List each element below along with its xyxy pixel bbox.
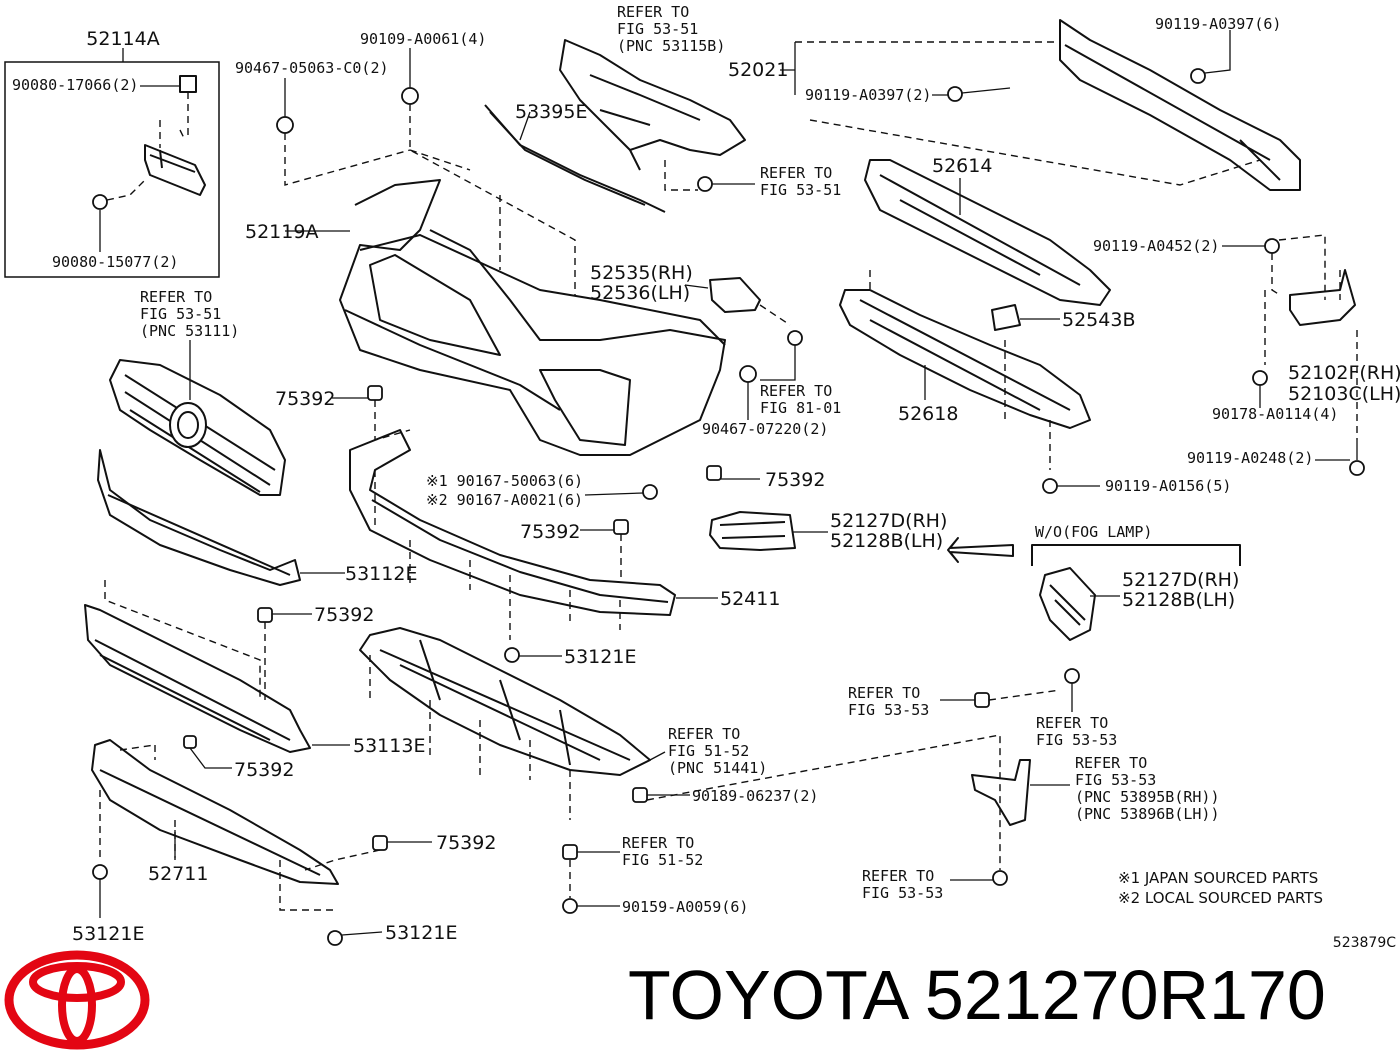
- ref-line: FIG 51-52: [622, 851, 703, 869]
- part-label: 52127D(RH): [830, 510, 947, 532]
- top-fasteners: 90467-05063-C0(2) 90109-A0061(4): [235, 30, 576, 295]
- part-label: 53121E: [385, 922, 457, 944]
- box-title: 52114A: [86, 28, 159, 50]
- variant-note: W/O(FOG LAMP): [1035, 523, 1152, 541]
- bracket-inset-box: 52114A 90080-17066(2) 90080-15077(2): [4, 28, 220, 278]
- ref-line: REFER TO: [617, 3, 689, 21]
- part-label: ※2 90167-A0021(6): [426, 491, 583, 509]
- ref-line: FIG 53-53: [1036, 731, 1117, 749]
- part-label: 90189-06237(2): [692, 787, 818, 805]
- brand-title: TOYOTA 521270R170: [628, 956, 1326, 1034]
- ref-line: REFER TO: [760, 164, 832, 182]
- side-retainer: 52535(RH) 52536(LH) REFER TO FIG 81-01 9…: [590, 262, 841, 438]
- upper-support: REFER TO FIG 53-51 (PNC 53115B) REFER TO…: [559, 3, 841, 199]
- ref-line: FIG 53-51: [140, 305, 221, 323]
- part-label: 75392: [275, 388, 335, 410]
- part-label: 53395E: [515, 101, 587, 123]
- part-label: 75392: [765, 469, 825, 491]
- ref-line: (PNC 53895B(RH)): [1075, 788, 1220, 806]
- part-label: 90080-15077(2): [52, 253, 178, 271]
- side-brackets: 90119-A0452(2) 52102F(RH) 52103C(LH) 901…: [1093, 234, 1400, 476]
- engine-under-cover: 53121E REFER TO FIG 51-52 (PNC 51441) 90…: [359, 627, 1001, 916]
- upper-molding: 53395E: [484, 101, 666, 213]
- part-label: 52128B(LH): [1122, 589, 1235, 611]
- part-label: 52021: [728, 59, 788, 81]
- bumper-cover: 52119A: [245, 149, 726, 456]
- part-label: 75392: [314, 604, 374, 626]
- lower-trim: 52711 53121E 53121E: [72, 739, 457, 946]
- part-label: 52119A: [245, 221, 318, 243]
- part-label: 53113E: [353, 735, 425, 757]
- ref-line: FIG 53-53: [862, 884, 943, 902]
- ref-line: FIG 53-51: [760, 181, 841, 199]
- part-label: 52543B: [1062, 309, 1135, 331]
- part-label: 52411: [720, 588, 780, 610]
- part-label: 90109-A0061(4): [360, 30, 486, 48]
- part-label: 53112E: [345, 563, 417, 585]
- under-cover-52618: 52618 90119-A0156(5): [839, 270, 1231, 495]
- ref-line: (PNC 53115B): [617, 37, 725, 55]
- part-label: 75392: [520, 521, 580, 543]
- ref-line: FIG 53-53: [1075, 771, 1156, 789]
- clips: 75392 75392 75392 75392 75392 75392: [183, 385, 825, 871]
- ref-line: (PNC 53896B(LH)): [1075, 805, 1220, 823]
- ref-line: REFER TO: [848, 684, 920, 702]
- part-label: 90467-07220(2): [702, 420, 828, 438]
- part-label: 90119-A0397(6): [1155, 15, 1281, 33]
- toyota-logo: [4, 950, 150, 1050]
- ref-line: REFER TO: [1075, 754, 1147, 772]
- source-note: ※2 LOCAL SOURCED PARTS: [1118, 889, 1323, 907]
- source-note: ※1 JAPAN SOURCED PARTS: [1118, 869, 1318, 887]
- part-label: 52711: [148, 863, 208, 885]
- ref-line: REFER TO: [668, 725, 740, 743]
- part-label: 90178-A0114(4): [1212, 405, 1338, 423]
- part-label: 75392: [234, 759, 294, 781]
- part-label: 90159-A0059(6): [622, 898, 748, 916]
- energy-absorber: 52614: [864, 155, 1111, 306]
- ref-line: FIG 81-01: [760, 399, 841, 417]
- ref-line: REFER TO: [760, 382, 832, 400]
- part-label: 90467-05063-C0(2): [235, 59, 389, 77]
- part-label: 52536(LH): [590, 282, 690, 304]
- part-label: 52618: [898, 403, 958, 425]
- part-label: 53121E: [72, 923, 144, 945]
- part-label: 90119-A0452(2): [1093, 237, 1219, 255]
- part-label: 52535(RH): [590, 262, 693, 284]
- ref-line: FIG 53-51: [617, 20, 698, 38]
- ref-line: REFER TO: [1036, 714, 1108, 732]
- radiator-grille: REFER TO FIG 53-51 (PNC 53111): [109, 288, 286, 496]
- part-label: 90119-A0156(5): [1105, 477, 1231, 495]
- part-label: 90119-A0248(2): [1187, 449, 1313, 467]
- front-spoiler: 52411 ※1 90167-50063(6) ※2 90167-A0021(6…: [349, 429, 780, 640]
- bracket-52543B: 52543B: [991, 304, 1135, 331]
- ref-line: FIG 51-52: [668, 742, 749, 760]
- part-label: 75392: [436, 832, 496, 854]
- part-label: 90080-17066(2): [12, 76, 138, 94]
- lower-right-refs: REFER TO FIG 53-53 REFER TO FIG 53-53 RE…: [848, 668, 1220, 902]
- part-label: 53121E: [564, 646, 636, 668]
- part-label: 90119-A0397(2): [805, 86, 931, 104]
- part-label: 52128B(LH): [830, 530, 943, 552]
- part-label: 52102F(RH): [1288, 362, 1400, 384]
- bumper-reinforcement: 52021 90119-A0397(6) 90119-A0397(2): [728, 15, 1301, 191]
- ref-line: REFER TO: [140, 288, 212, 306]
- fog-lamp-covers: 52127D(RH) 52128B(LH) W/O(FOG LAMP) 5212…: [709, 510, 1241, 641]
- part-label: 52614: [932, 155, 992, 177]
- diagram-code: 523879C: [1333, 935, 1396, 951]
- part-label: ※1 90167-50063(6): [426, 472, 583, 490]
- lower-grille-molding: 53112E: [97, 449, 417, 586]
- ref-line: (PNC 53111): [140, 322, 239, 340]
- part-label: 52103C(LH): [1288, 383, 1400, 405]
- ref-line: FIG 53-53: [848, 701, 929, 719]
- ref-line: REFER TO: [862, 867, 934, 885]
- part-label: 52127D(RH): [1122, 569, 1239, 591]
- ref-line: (PNC 51441): [668, 759, 767, 777]
- lower-grille: 53113E: [84, 580, 425, 757]
- ref-line: REFER TO: [622, 834, 694, 852]
